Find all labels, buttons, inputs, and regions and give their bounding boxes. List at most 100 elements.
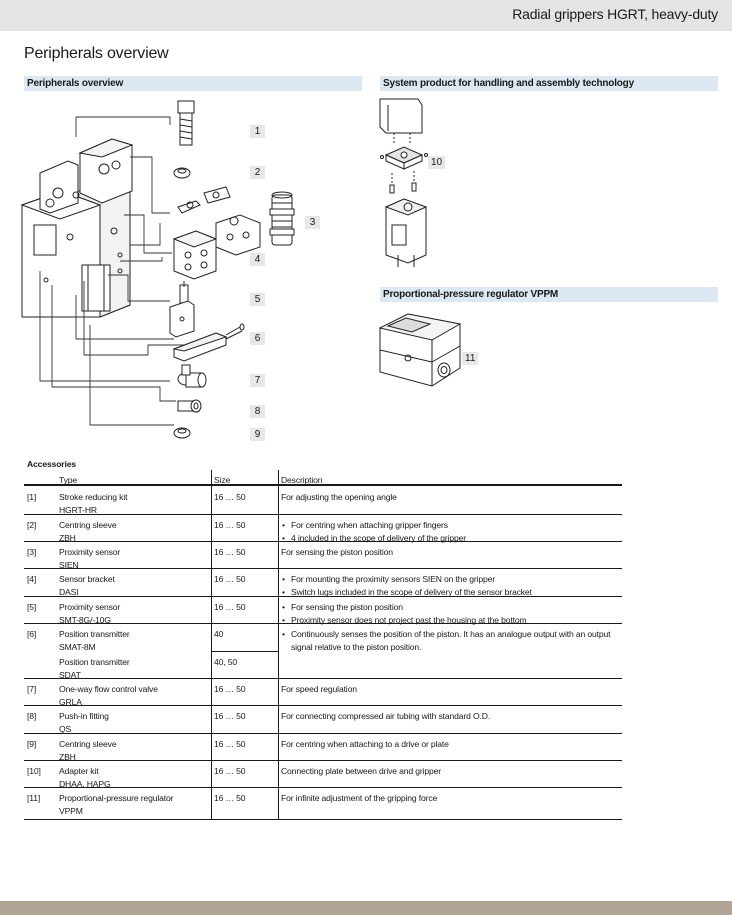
description-line: For infinite adjustment of the gripping … bbox=[281, 793, 438, 803]
accessory-description: For mounting the proximity sensors SIEN … bbox=[281, 573, 619, 598]
row-number-text: [10] bbox=[27, 766, 41, 776]
accessory-size: 16 … 50 bbox=[214, 573, 246, 586]
accessory-size-value: 40 bbox=[214, 629, 224, 639]
row-number-text: [7] bbox=[27, 684, 37, 694]
column-header-size: Size bbox=[214, 475, 231, 485]
accessory-name: Centring sleeve bbox=[59, 739, 117, 749]
accessory-size-value: 16 … 50 bbox=[214, 520, 246, 530]
accessory-description: For adjusting the opening angle bbox=[281, 491, 619, 504]
flow-control-valve-drawing bbox=[177, 364, 207, 388]
page-title: Peripherals overview bbox=[24, 45, 169, 62]
row-number-text: [3] bbox=[27, 547, 37, 557]
sub-row-divider bbox=[211, 651, 279, 652]
accessory-size: 16 … 50 bbox=[214, 765, 246, 778]
accessory-name: Centring sleeve bbox=[59, 520, 117, 530]
row-number: [10] bbox=[27, 765, 41, 778]
accessories-title: Accessories bbox=[27, 459, 76, 469]
accessory-name: Stroke reducing kit bbox=[59, 492, 128, 502]
accessory-code: SMAT-8M bbox=[59, 641, 96, 652]
sensor-smt-drawing bbox=[169, 281, 195, 338]
accessory-description: Continuously senses the position of the … bbox=[281, 628, 619, 653]
accessory-code: ZBH bbox=[59, 532, 76, 543]
row-number-text: [5] bbox=[27, 602, 37, 612]
row-number-text: [2] bbox=[27, 520, 37, 530]
accessory-name: Proximity sensor bbox=[59, 547, 121, 557]
section-header-pressure-regulator: Proportional-pressure regulator VPPM bbox=[380, 287, 718, 302]
callout-10: 10 bbox=[428, 156, 446, 169]
row-number-text: [11] bbox=[27, 793, 41, 803]
accessory-name: Sensor bracket bbox=[59, 574, 115, 584]
accessory-code: ZBH bbox=[59, 751, 76, 762]
proximity-sensor-drawing bbox=[269, 191, 295, 246]
row-number-text: [6] bbox=[27, 629, 37, 639]
stroke-reducing-kit-drawing bbox=[177, 100, 195, 146]
row-number: [4] bbox=[27, 573, 36, 586]
row-number: [3] bbox=[27, 546, 36, 559]
accessory-code: QS bbox=[59, 723, 72, 734]
row-number-text: [9] bbox=[27, 739, 37, 749]
description-line: For speed regulation bbox=[281, 684, 357, 694]
callout-8: 8 bbox=[250, 405, 265, 418]
accessory-code: DASI bbox=[59, 586, 79, 597]
accessory-code: SIEN bbox=[59, 559, 79, 570]
callout-1: 1 bbox=[250, 125, 265, 138]
footer-bar bbox=[0, 901, 732, 915]
accessory-name: Position transmitter bbox=[59, 629, 130, 639]
description-line: Connecting plate between drive and gripp… bbox=[281, 766, 441, 776]
bracket-parts-drawing bbox=[177, 186, 231, 214]
accessory-code: GRLA bbox=[59, 696, 82, 707]
accessory-size-value: 16 … 50 bbox=[214, 739, 246, 749]
row-number: [11] bbox=[27, 792, 40, 805]
column-divider bbox=[278, 470, 279, 820]
description-line: Switch lugs included in the scope of del… bbox=[281, 586, 619, 599]
accessory-size-value: 40, 50 bbox=[214, 657, 237, 668]
callout-11: 11 bbox=[462, 352, 479, 365]
description-line: For connecting compressed air tubing wit… bbox=[281, 711, 491, 721]
accessory-description: For infinite adjustment of the gripping … bbox=[281, 792, 619, 805]
row-number: [2] bbox=[27, 519, 36, 532]
push-in-fitting-drawing bbox=[177, 399, 202, 413]
row-number: [5] bbox=[27, 601, 36, 614]
position-transmitter-drawing bbox=[172, 323, 245, 362]
accessory-size-value: 16 … 50 bbox=[214, 684, 246, 694]
header-bar: Radial grippers HGRT, heavy-duty bbox=[0, 0, 732, 31]
accessory-description: Connecting plate between drive and gripp… bbox=[281, 765, 619, 778]
row-number-text: [1] bbox=[27, 492, 37, 502]
section-header-system-product: System product for handling and assembly… bbox=[380, 76, 718, 91]
accessory-size: 16 … 50 bbox=[214, 491, 246, 504]
callout-4: 4 bbox=[250, 253, 265, 266]
row-number: [6] bbox=[27, 628, 36, 641]
row-number: [9] bbox=[27, 738, 36, 751]
accessory-size: 16 … 50 bbox=[214, 546, 246, 559]
accessory-name: Proportional-pressure regulator bbox=[59, 793, 174, 803]
column-divider bbox=[211, 470, 212, 820]
accessory-size-value: 16 … 50 bbox=[214, 602, 246, 612]
accessory-name: Adapter kit bbox=[59, 766, 99, 776]
accessory-description: For centring when attaching gripper fing… bbox=[281, 519, 619, 544]
description-line: For centring when attaching to a drive o… bbox=[281, 739, 449, 749]
callout-3: 3 bbox=[305, 216, 320, 229]
callout-6: 6 bbox=[250, 332, 265, 345]
description-line: For adjusting the opening angle bbox=[281, 492, 397, 502]
accessory-code: SDAT bbox=[59, 669, 81, 680]
row-number: [7] bbox=[27, 683, 36, 696]
description-line: For mounting the proximity sensors SIEN … bbox=[281, 573, 619, 586]
accessory-size: 16 … 50 bbox=[214, 519, 246, 532]
gripper-peripherals-drawing bbox=[20, 100, 295, 439]
